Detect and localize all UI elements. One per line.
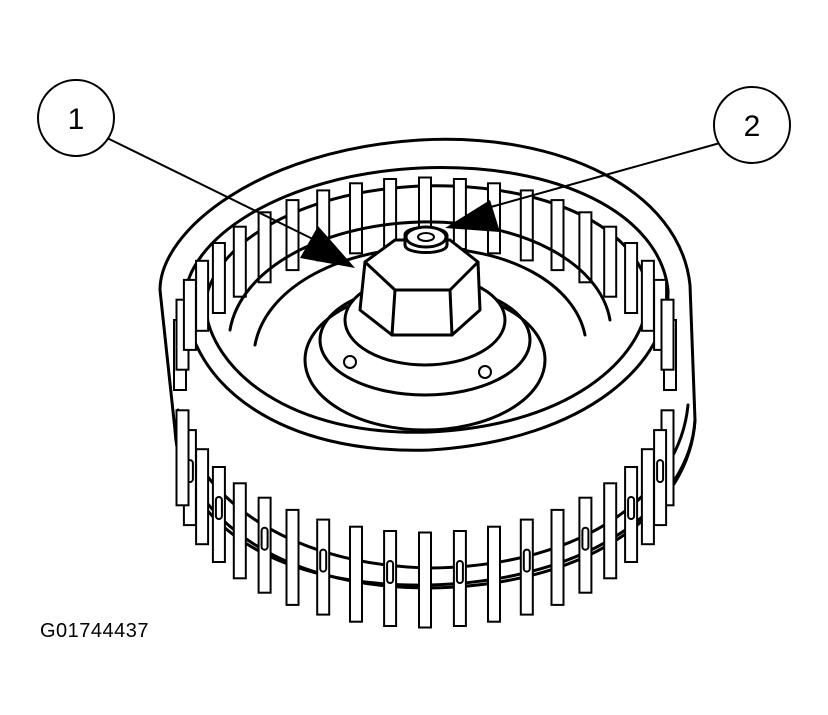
callout-2-label: 2 (744, 110, 761, 143)
spline-slot (214, 496, 223, 520)
spline-tooth (285, 508, 300, 606)
spline-tooth (285, 199, 300, 272)
piston-hub (228, 220, 612, 432)
spline-tooth (232, 225, 247, 298)
spline-tooth (349, 182, 363, 255)
spline-tooth (418, 531, 432, 629)
spline-tooth (660, 298, 675, 371)
spline-tooth (182, 278, 197, 351)
callout-2-arrowhead (445, 200, 500, 232)
callout-2-leader (445, 142, 721, 232)
spline-slot (627, 496, 636, 520)
callout-2: 2 (713, 86, 791, 164)
spline-tooth (624, 242, 639, 314)
spline-tooth (640, 448, 655, 546)
spline-slot (386, 560, 395, 584)
spline-tooth (452, 178, 467, 250)
callout-1-arrowhead (300, 226, 355, 268)
drum-splines (173, 176, 677, 629)
spline-tooth (550, 199, 565, 272)
spline-tooth (195, 448, 210, 546)
spline-tooth (603, 482, 618, 580)
spline-slot (260, 526, 269, 551)
spline-tooth (257, 211, 272, 284)
spline-slot (455, 560, 464, 584)
spline-tooth (383, 178, 398, 250)
callout-1: 1 (37, 79, 115, 157)
spline-tooth (232, 482, 247, 580)
spline-tooth (195, 259, 210, 332)
spline-slot (522, 548, 531, 573)
spline-slot (656, 459, 665, 484)
spline-tooth (487, 525, 501, 623)
spline-tooth (519, 189, 534, 262)
spline-tooth (578, 211, 593, 284)
callout-1-label: 1 (68, 103, 85, 136)
callout-1-leader (104, 136, 355, 268)
spline-tooth (550, 508, 565, 606)
spline-tooth (640, 259, 655, 332)
spline-tooth (603, 225, 618, 298)
spline-slot (581, 526, 590, 551)
spline-tooth (349, 525, 363, 623)
spline-tooth (211, 242, 226, 314)
figure-id-caption: G01744437 (40, 620, 150, 642)
spline-tooth (175, 409, 190, 507)
spline-slot (319, 548, 328, 573)
